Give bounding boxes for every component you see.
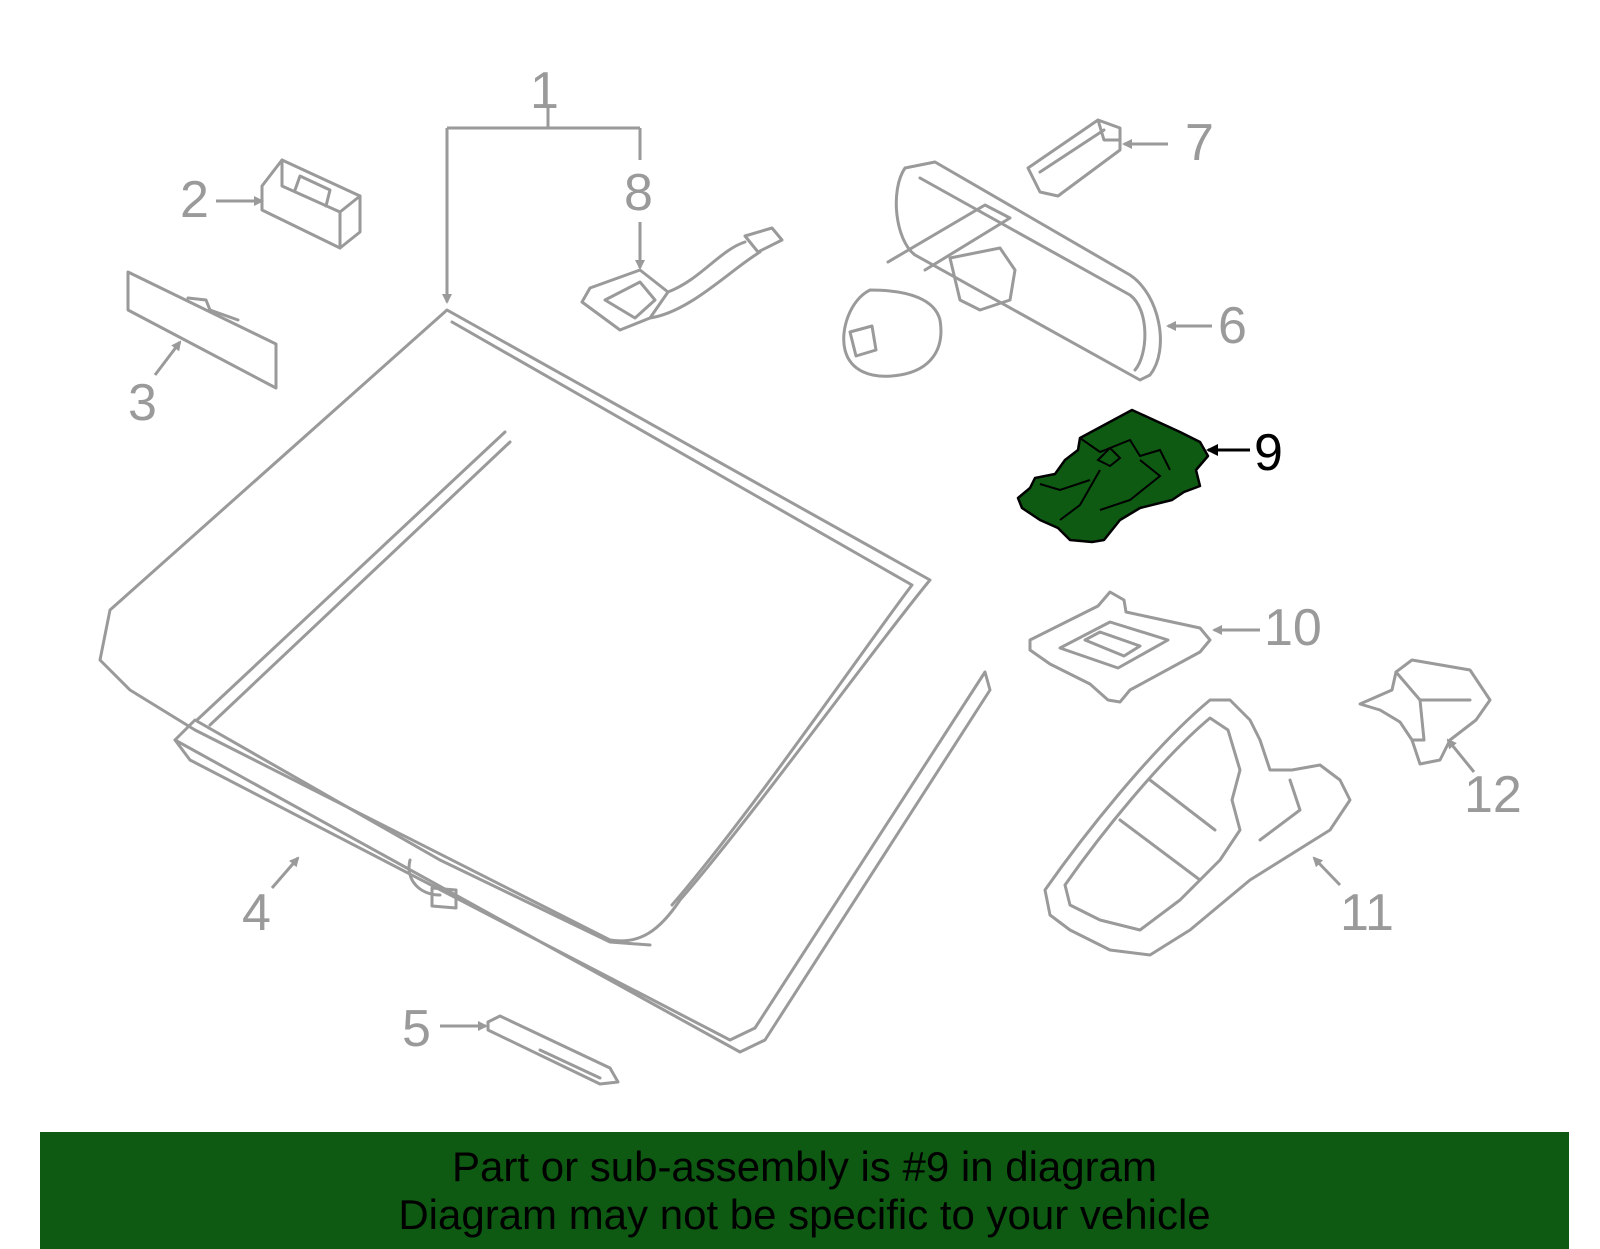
strip-part-3 xyxy=(126,270,278,390)
callout-11: 11 xyxy=(1340,884,1394,942)
windshield-part-4 xyxy=(98,308,992,1054)
moulding-part-5 xyxy=(486,1014,620,1086)
info-banner: Part or sub-assembly is #9 in diagram Di… xyxy=(40,1132,1569,1249)
callout-3: 3 xyxy=(128,374,157,432)
leader-4 xyxy=(270,856,300,889)
leader-11 xyxy=(1312,856,1342,887)
callout-7: 7 xyxy=(1185,114,1214,172)
callout-6: 6 xyxy=(1218,297,1247,355)
callout-12: 12 xyxy=(1464,766,1522,824)
module-part-9-shape xyxy=(1016,408,1210,544)
leader-1 xyxy=(442,108,642,304)
mirror-part-6 xyxy=(842,160,1162,382)
banner-line-2: Diagram may not be specific to your vehi… xyxy=(398,1190,1211,1238)
callout-4: 4 xyxy=(242,884,271,942)
bracket-plate-part-10 xyxy=(1028,590,1212,704)
leader-3 xyxy=(153,340,182,376)
sensor-part-8 xyxy=(580,226,784,332)
bracket-part-7 xyxy=(1026,118,1122,198)
banner-line-1: Part or sub-assembly is #9 in diagram xyxy=(452,1142,1157,1190)
callout-10: 10 xyxy=(1264,599,1322,657)
small-bracket-part-12 xyxy=(1358,658,1492,766)
callout-2: 2 xyxy=(180,171,209,229)
callout-8: 8 xyxy=(624,164,653,222)
module-part-9 xyxy=(1016,408,1210,544)
console-cover-part-11 xyxy=(1043,698,1352,957)
clip-part-2 xyxy=(260,158,362,250)
callout-9: 9 xyxy=(1254,424,1283,482)
leader-12 xyxy=(1446,738,1476,773)
callout-1: 1 xyxy=(530,62,559,120)
callout-5: 5 xyxy=(402,1000,431,1058)
